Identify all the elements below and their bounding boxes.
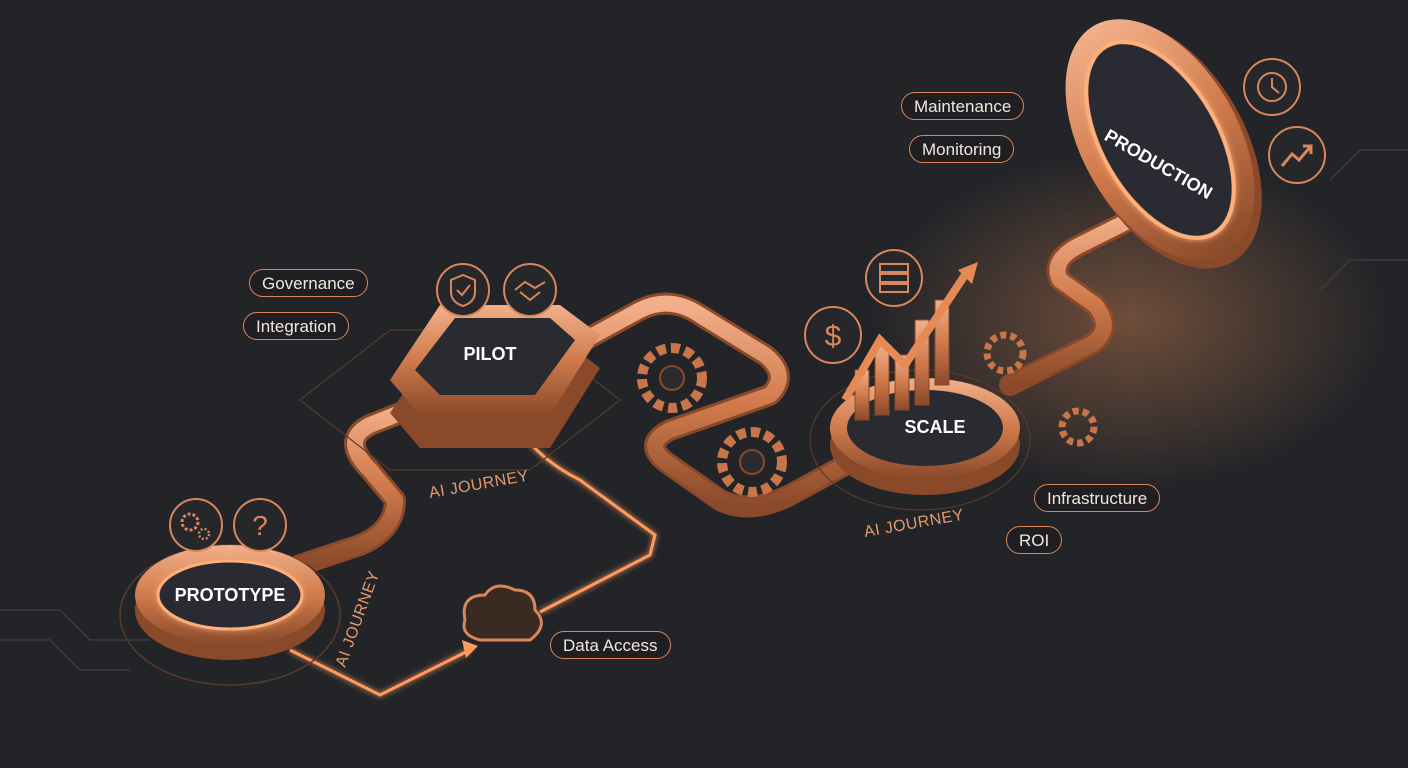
growth-arrow-icon bbox=[1268, 126, 1326, 184]
shield-check-icon bbox=[436, 263, 490, 317]
pilot-label: PILOT bbox=[464, 344, 517, 364]
prototype-node[interactable]: PROTOTYPE bbox=[119, 544, 341, 686]
cloud-icon bbox=[462, 584, 543, 642]
scale-node[interactable]: SCALE bbox=[809, 262, 1031, 511]
production-node[interactable]: PRODUCTION bbox=[1026, 0, 1301, 302]
svg-text:?: ? bbox=[252, 510, 268, 541]
tag-infrastructure: Infrastructure bbox=[1034, 484, 1161, 512]
tag-data-access: Data Access bbox=[550, 631, 671, 659]
gear-icons bbox=[637, 331, 1098, 497]
gears-icon bbox=[169, 498, 223, 552]
tag-maintenance: Maintenance bbox=[901, 92, 1025, 120]
server-icon bbox=[865, 249, 923, 307]
clock-icon bbox=[1243, 58, 1301, 116]
circuit-traces bbox=[0, 149, 1408, 671]
tag-monitoring: Monitoring bbox=[909, 135, 1015, 163]
arrow-head-icon bbox=[462, 640, 478, 658]
journey-label: AI JOURNEY bbox=[428, 468, 530, 502]
journey-label: AI JOURNEY bbox=[863, 507, 965, 541]
tag-integration: Integration bbox=[243, 312, 350, 340]
copper-pipes bbox=[289, 204, 1151, 576]
tag-roi: ROI bbox=[1006, 526, 1063, 554]
question-icon: ? bbox=[233, 498, 287, 552]
trend-arrow-icon bbox=[841, 272, 969, 403]
scale-label: SCALE bbox=[904, 417, 965, 437]
prototype-label: PROTOTYPE bbox=[175, 585, 286, 605]
tag-governance: Governance bbox=[249, 269, 368, 297]
dollar-icon: $ bbox=[804, 306, 862, 364]
svg-text:$: $ bbox=[825, 320, 842, 353]
pilot-node[interactable]: PILOT bbox=[299, 305, 621, 471]
handshake-icon bbox=[503, 263, 557, 317]
